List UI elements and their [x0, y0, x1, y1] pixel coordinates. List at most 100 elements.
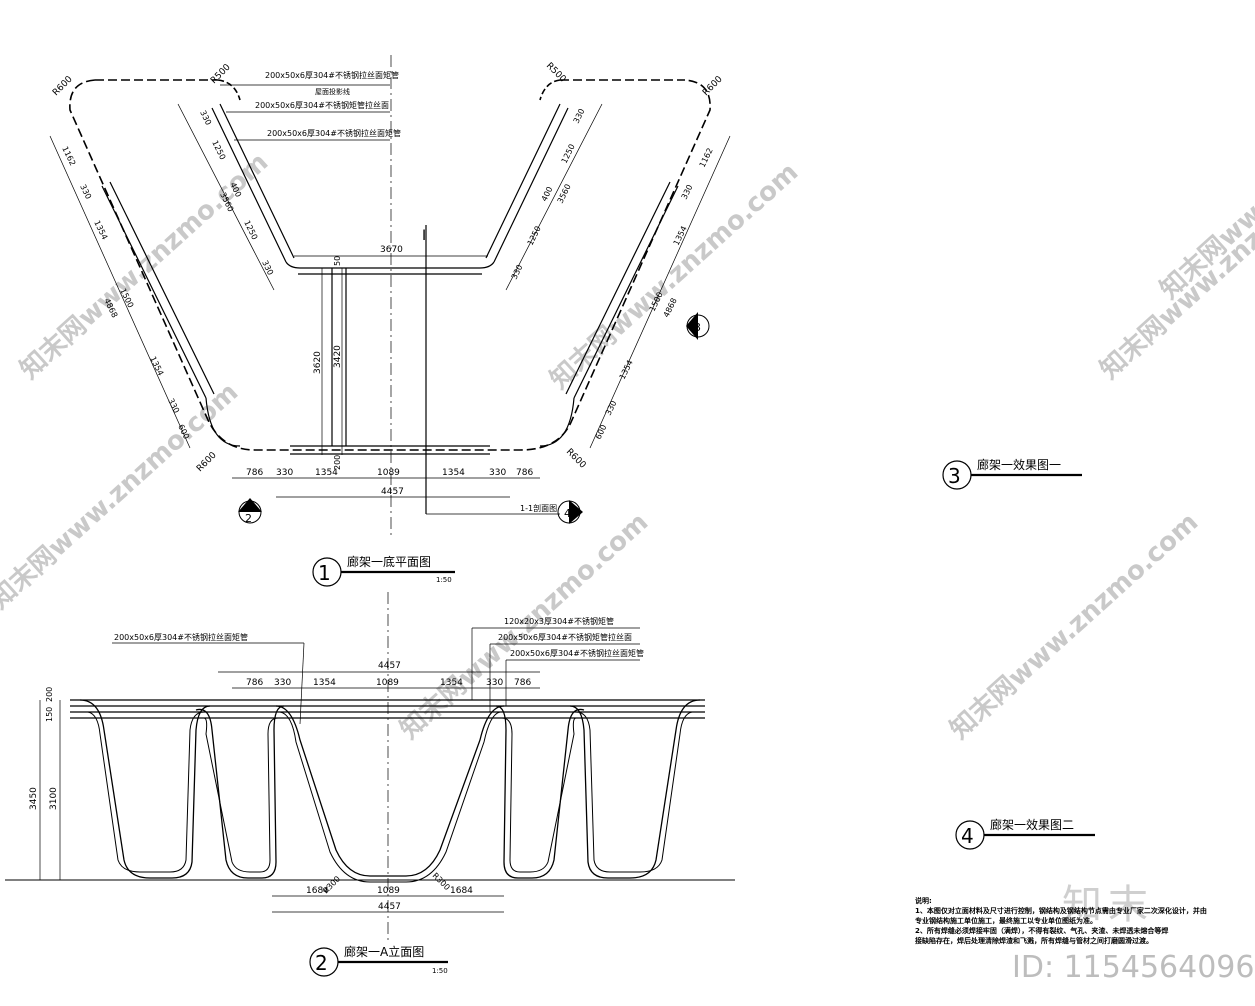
dim-line: [49, 135, 191, 449]
plan-dim-right: 1162: [698, 147, 715, 169]
elev-dim: 330: [486, 678, 503, 688]
plan-scale: 1:50: [436, 576, 452, 584]
plan-label-top-1: 200x50x6厚304#不锈钢拉丝面矩管: [265, 70, 399, 80]
notes-block: 说明: 1、本图仅对立面材料及尺寸进行控制，钢结构及钢结构节点需由专业厂家二次深…: [915, 896, 1245, 946]
frame-center-inner: [279, 711, 501, 883]
frame-leg-4-inner: [575, 711, 693, 873]
frame-leg-2: [195, 705, 285, 879]
radius-label: R600: [701, 74, 725, 98]
plan-dim-top: 3670: [380, 245, 403, 255]
plan-dim-left: 1354: [92, 219, 109, 241]
right-inner-tube: [485, 103, 561, 259]
effect-view-2: 4 廊架一效果图二: [955, 817, 1095, 850]
elev-dim: 786: [246, 678, 263, 688]
plan-dim-right-inner: 330: [572, 107, 587, 125]
right-inner-tube: [493, 107, 569, 263]
roof-projection-line: [69, 79, 711, 451]
elev-dim: 1354: [440, 678, 463, 688]
elev-label-r2: 200x50x6厚304#不锈钢矩管拉丝面: [498, 632, 632, 642]
left-inner-tube: [211, 107, 287, 263]
elevation-labels: 200x50x6厚304#不锈钢拉丝面矩管 120x20x3厚304#不锈钢矩管…: [29, 616, 644, 977]
elevation-title: 廊架一A立面图: [344, 944, 424, 959]
watermarks: 知末网www.znzmo.com 知末网www.znzmo.com 知末网www…: [0, 67, 1255, 745]
elev-dim-bottom: 1684: [306, 886, 329, 896]
elev-dim-bottom: 1089: [377, 886, 400, 896]
right-outer-tube: [573, 185, 679, 399]
plan-dim-right: 330: [604, 399, 619, 417]
dim-line: [589, 135, 731, 449]
frame-center: [275, 705, 505, 877]
dim-line: [177, 103, 275, 291]
plan-dim-left: 330: [78, 183, 93, 201]
frame-leg-2-inner: [203, 717, 279, 873]
id-watermark: ID: 1154564096: [1012, 950, 1255, 985]
top-bar: [285, 261, 495, 269]
radius-label: R600: [195, 450, 219, 474]
elevation-title-badge: 2: [315, 951, 328, 975]
elev-dim: 330: [274, 678, 291, 688]
elev-dim: 1354: [313, 678, 336, 688]
effect-1-badge: 3: [948, 464, 961, 488]
plan-dim: 1089: [377, 468, 400, 478]
plan-view: [49, 55, 731, 535]
elev-dim-total: 4457: [378, 661, 401, 671]
plan-dim-vertical: 3420: [333, 345, 343, 368]
notes-line: 2、所有焊缝必须焊接牢固（满焊），不得有裂纹、气孔、夹渣、未焊透未熔合等焊: [915, 927, 1169, 935]
watermark-text: 知末网www.znzmo.com: [395, 507, 655, 745]
notes-line: 1、本图仅对立面材料及尺寸进行控制，钢结构及钢结构节点需由专业厂家二次深化设计，…: [915, 907, 1207, 915]
left-outer-tube: [109, 181, 215, 395]
elev-label-left: 200x50x6厚304#不锈钢拉丝面矩管: [114, 632, 248, 642]
plan-dim: 786: [246, 468, 263, 478]
plan-dim: 1354: [442, 468, 465, 478]
radius-label: R500: [209, 62, 233, 86]
frame-leg-3-inner: [501, 717, 577, 873]
elev-dim-left: 3450: [29, 787, 39, 810]
frame-leg-1-inner: [87, 711, 205, 873]
elev-dim-bottom: R300: [431, 871, 452, 892]
watermark-text: 知末网www.znzmo.com: [945, 507, 1205, 745]
plan-dim-right: 600: [594, 423, 609, 441]
plan-dim-total: 4457: [381, 487, 404, 497]
leader-line: [299, 642, 305, 725]
roof-projection-corner: [217, 79, 561, 101]
frame-leg-3: [495, 705, 585, 879]
dim-line: [505, 103, 603, 291]
elev-dim-bottom-total: 4457: [378, 902, 401, 912]
section-mark-label: 1-1剖面图: [520, 503, 557, 513]
plan-dim-right: 330: [680, 183, 695, 201]
plan-dim-right: 1354: [618, 359, 635, 381]
svg-text:4: 4: [564, 507, 571, 520]
callout-3: 3: [686, 312, 710, 340]
plan-label-top-4: 200x50x6厚304#不锈钢拉丝面矩管: [267, 128, 401, 138]
elevation-scale: 1:50: [432, 967, 448, 975]
right-outer-tube: [565, 181, 671, 395]
brand-watermark: 知末: [1062, 882, 1154, 928]
plan-dim-vertical: 50: [333, 256, 342, 266]
elev-dim: 1089: [376, 678, 399, 688]
plan-dim-left: 330: [166, 397, 181, 415]
plan-dim: 786: [516, 468, 533, 478]
elev-dim-bottom: 1684: [450, 886, 473, 896]
radius-label: R600: [564, 447, 588, 471]
callout-2: 2: [238, 498, 262, 525]
plan-title-block: 1 廊架一底平面图 1:50: [312, 554, 455, 587]
svg-text:3: 3: [694, 321, 701, 334]
plan-dim-right-inner: 1250: [560, 143, 577, 165]
elev-dim-bottom: R300: [321, 874, 342, 895]
effect-2-title: 廊架一效果图二: [990, 817, 1074, 832]
callout-4: 4: [557, 500, 583, 524]
plan-dim-right-inner: 1250: [526, 225, 543, 247]
plan-title: 廊架一底平面图: [347, 554, 431, 569]
plan-labels: 200x50x6厚304#不锈钢拉丝面矩管 屋面投影线 200x50x6厚304…: [51, 61, 725, 587]
elevation-title-block: 2 廊架一A立面图 1:50: [309, 944, 448, 977]
plan-dim-right: 1354: [672, 225, 689, 247]
left-inner-tube: [219, 103, 295, 259]
frame-leg-4: [569, 699, 701, 879]
plan-dim-right-inner: 330: [510, 263, 525, 281]
plan-dim-left-inner: 330: [198, 109, 213, 127]
notes-heading: 说明:: [915, 897, 932, 905]
elev-label-r3: 200x50x6厚304#不锈钢拉丝面矩管: [510, 648, 644, 658]
plan-label-top-3: 200x50x6厚304#不锈钢矩管拉丝面: [255, 100, 389, 110]
plan-dim-left-inner: 1250: [242, 219, 259, 241]
plan-dim: 330: [489, 468, 506, 478]
